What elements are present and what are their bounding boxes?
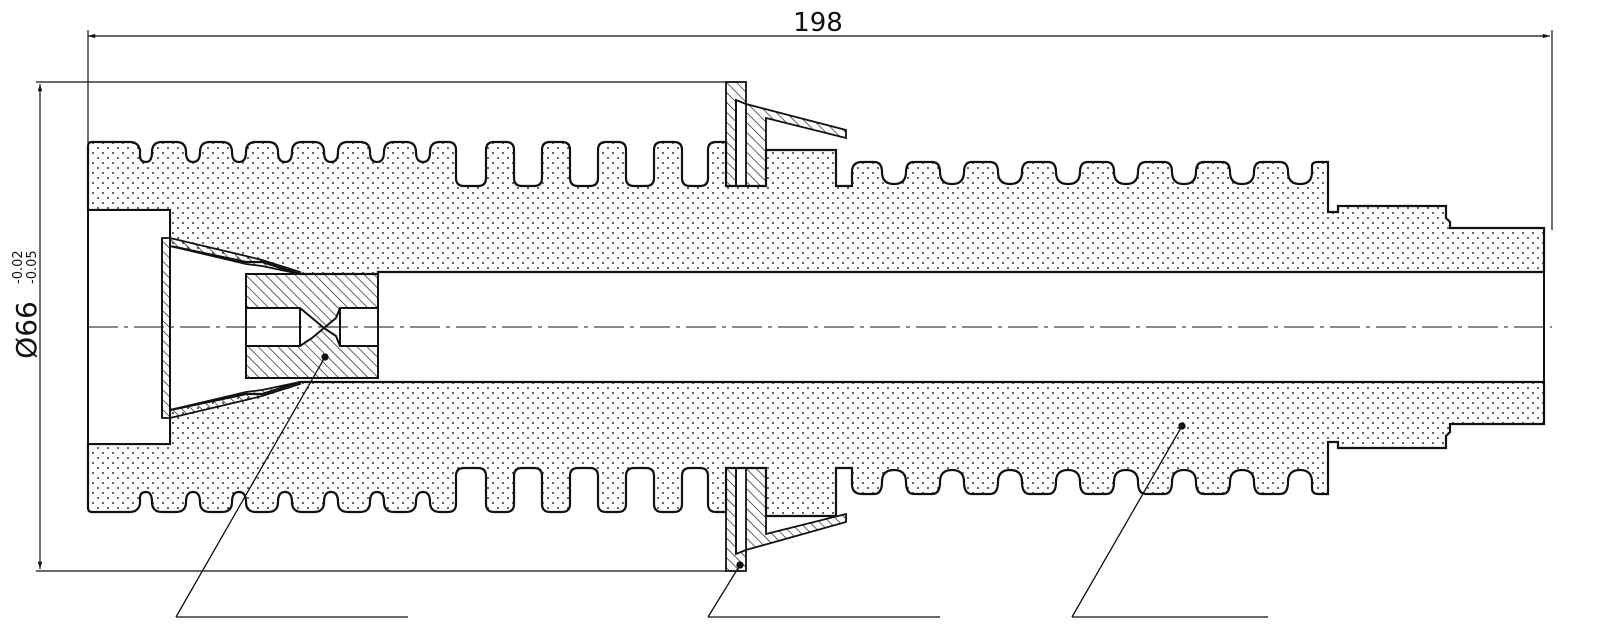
diameter-label: Ø66 [10, 301, 43, 359]
diameter-tolerance-upper: -0.02 [11, 250, 26, 284]
diameter-tolerance-lower: -0.05 [25, 250, 40, 284]
insulator-body [86, 140, 1546, 518]
bore [378, 228, 1545, 424]
diameter-dimension: Ø66 -0.02 -0.05 [10, 81, 740, 572]
conical-shield [161, 237, 301, 419]
length-label: 198 [793, 8, 843, 38]
mounting-flange-bottom [725, 467, 847, 572]
embedded-insert [245, 273, 379, 379]
leader-lines [175, 353, 1268, 618]
mounting-flange-top [725, 81, 847, 187]
length-dimension: 198 [87, 8, 1553, 230]
